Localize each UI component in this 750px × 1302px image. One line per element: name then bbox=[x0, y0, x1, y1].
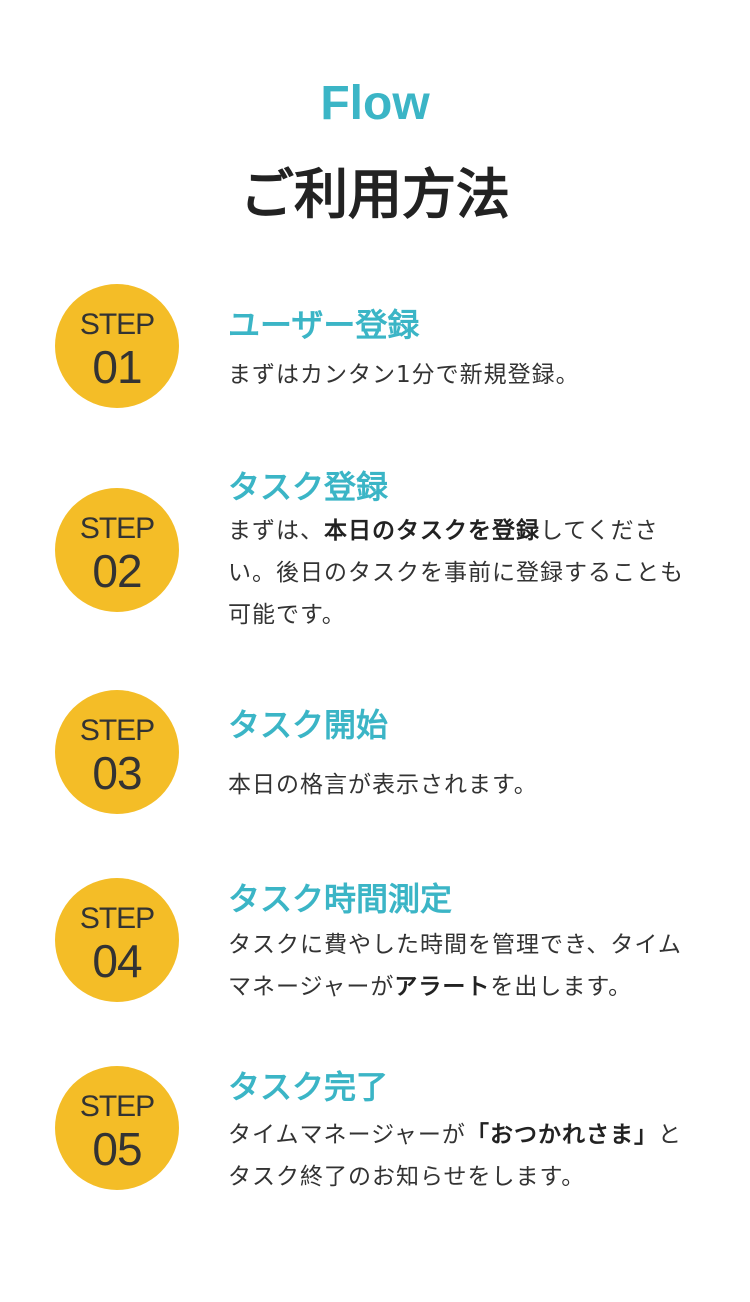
step-description: タイムマネージャーが「おつかれさま」とタスク終了のお知らせをします。 bbox=[228, 1114, 698, 1198]
page-title: ご利用方法 bbox=[240, 163, 510, 226]
step-title: タスク完了 bbox=[228, 1068, 389, 1106]
step-badge: STEP 04 bbox=[55, 878, 179, 1002]
step-title: ユーザー登録 bbox=[228, 306, 420, 344]
step-title: タスク登録 bbox=[228, 468, 389, 506]
step-description: まずはカンタン1分で新規登録。 bbox=[228, 354, 698, 396]
step-badge: STEP 05 bbox=[55, 1066, 179, 1190]
step-description-text: 本日の格言が表示されます。 bbox=[228, 772, 538, 798]
step-description-text: タイムマネージャーが bbox=[228, 1122, 466, 1148]
step-description-text: とタスク終了のお知らせをします。 bbox=[228, 1122, 682, 1190]
step-title: タスク時間測定 bbox=[228, 880, 453, 918]
step-description-text: タスクに費やした時間を管理でき、タイムマネージャーが bbox=[228, 932, 682, 1000]
step-badge-label: STEP bbox=[79, 714, 155, 747]
section-eyebrow: Flow bbox=[320, 77, 430, 130]
step-title: タスク開始 bbox=[228, 706, 389, 744]
step-badge-number: 02 bbox=[92, 545, 142, 597]
step-badge-label: STEP bbox=[79, 902, 155, 935]
step-badge-number: 05 bbox=[92, 1123, 142, 1175]
step-badge: STEP 01 bbox=[55, 284, 179, 408]
step-badge-label: STEP bbox=[79, 308, 155, 341]
step-description-text: まずは、 bbox=[228, 518, 324, 544]
step-description: 本日の格言が表示されます。 bbox=[228, 764, 698, 806]
step-badge-label: STEP bbox=[79, 1090, 155, 1123]
step-description: まずは、本日のタスクを登録してください。後日のタスクを事前に登録することも可能で… bbox=[228, 510, 698, 636]
step-badge: STEP 02 bbox=[55, 488, 179, 612]
step-badge: STEP 03 bbox=[55, 690, 179, 814]
step-badge-number: 04 bbox=[92, 935, 142, 987]
step-badge-label: STEP bbox=[79, 512, 155, 545]
step-description-emphasis: 本日のタスクを登録 bbox=[324, 518, 540, 544]
step-description-text: してください。後日のタスクを事前に登録することも可能です。 bbox=[228, 518, 684, 628]
step-badge-number: 03 bbox=[92, 747, 142, 799]
step-description-text: まずはカンタン1分で新規登録。 bbox=[228, 362, 580, 388]
step-badge-number: 01 bbox=[92, 341, 142, 393]
step-description-text: を出します。 bbox=[490, 974, 633, 1000]
step-description: タスクに費やした時間を管理でき、タイムマネージャーがアラートを出します。 bbox=[228, 924, 698, 1008]
step-description-emphasis: アラート bbox=[394, 974, 491, 1000]
step-description-emphasis: 「おつかれさま」 bbox=[465, 1122, 658, 1148]
